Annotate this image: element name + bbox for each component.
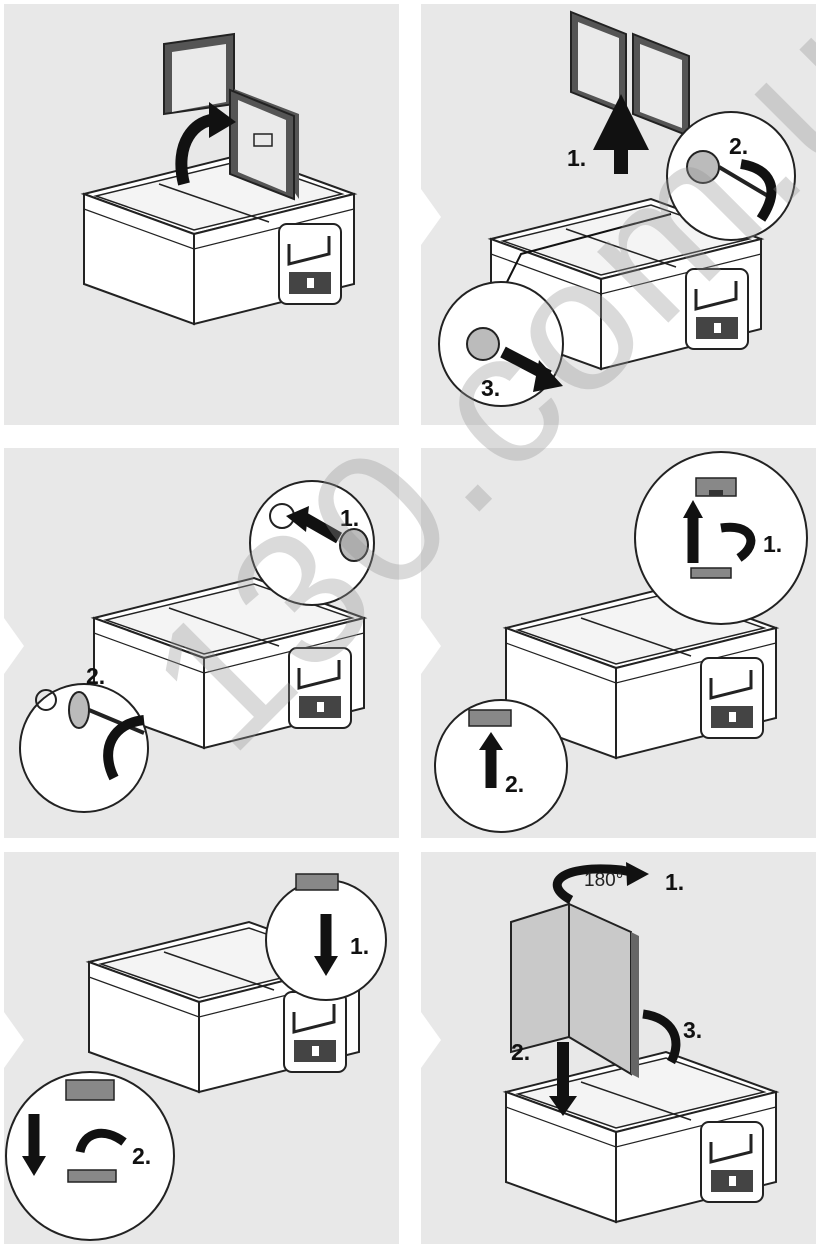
step-label: 2. — [86, 663, 105, 689]
sequence-notch — [4, 618, 24, 674]
step-label: 3. — [683, 1017, 702, 1043]
step-panel-3: 1. 2. — [4, 448, 399, 838]
panel-1-illustration — [4, 4, 399, 425]
step-label: 1. — [567, 145, 586, 171]
step-label: 3. — [481, 375, 500, 401]
sequence-notch — [4, 1012, 24, 1068]
step-label: 1. — [763, 531, 782, 557]
sequence-notch — [421, 618, 441, 674]
step-panel-2: 1. 2. 3. — [421, 4, 816, 425]
panel-3-illustration: 1. 2. — [4, 448, 399, 838]
panel-6-illustration: 180° 1. 2. 3. — [421, 852, 816, 1244]
sequence-notch — [421, 1012, 441, 1068]
step-panel-6: 180° 1. 2. 3. — [421, 852, 816, 1244]
step-panel-1 — [4, 4, 399, 425]
step-panel-4: 1. 2. — [421, 448, 816, 838]
step-label: 2. — [132, 1143, 151, 1169]
step-label: 1. — [665, 869, 684, 895]
step-label: 1. — [340, 505, 359, 531]
step-panel-5: 1. 2. — [4, 852, 399, 1244]
sequence-notch — [421, 189, 441, 245]
panel-5-illustration: 1. 2. — [4, 852, 399, 1244]
panel-2-illustration: 1. 2. 3. — [421, 4, 816, 425]
step-label: 2. — [511, 1039, 530, 1065]
step-label: 1. — [350, 933, 369, 959]
step-label: 2. — [729, 133, 748, 159]
step-label: 2. — [505, 771, 524, 797]
rotation-angle-label: 180° — [584, 870, 623, 891]
panel-4-illustration: 1. 2. — [421, 448, 816, 838]
